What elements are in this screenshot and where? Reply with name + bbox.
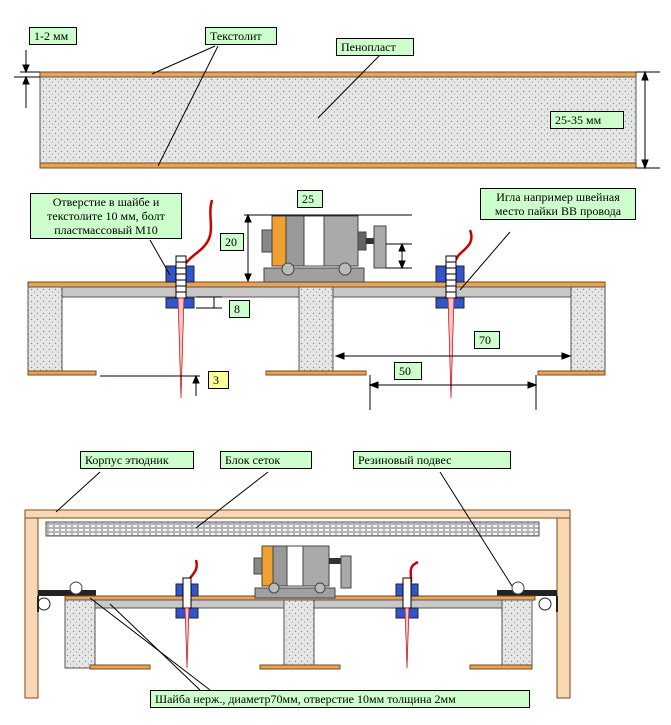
dim-1-2mm [14, 50, 40, 108]
case-left-wall [24, 517, 39, 699]
dim-3-label: 3 [208, 371, 229, 389]
bottom-strip-3 [537, 370, 606, 376]
leader-lines-top [151, 45, 381, 167]
motor-assembly [261, 215, 387, 283]
rubber-suspension [37, 581, 558, 612]
label-case: Корпус этюдник [80, 451, 194, 469]
textolite-top-sheet [39, 71, 637, 78]
grid-block [45, 521, 540, 537]
label-thickness-1-2mm: 1-2 мм [29, 27, 77, 45]
case-right-wall [556, 517, 571, 699]
motor-dims [244, 213, 412, 283]
bottom-strip-2 [265, 370, 367, 376]
foam-leg-right [570, 286, 606, 372]
label-hole-note: Отверстие в шайбе и текстолите 10 мм, бо… [30, 193, 182, 239]
foam-block [39, 76, 637, 164]
dim-8-label: 8 [229, 300, 250, 318]
dim-8 [196, 296, 222, 309]
middle-assembly [27, 199, 606, 410]
label-textolite: Текстолит [205, 27, 277, 45]
dim-50 [368, 375, 538, 410]
dim-50-label: 50 [394, 362, 422, 380]
needle-right [435, 229, 473, 399]
case-top [24, 509, 571, 519]
plate-textolite [27, 281, 606, 288]
foam-leg-left [27, 286, 63, 372]
label-suspension: Резиновый подвес [353, 451, 511, 469]
label-washer-note: Шайба нерж., диаметр70мм, отверстие 10мм… [150, 690, 530, 708]
label-needle-note: Игла например швейная место пайки ВВ про… [480, 188, 636, 220]
label-grid-block: Блок сеток [220, 451, 312, 469]
needle-left [165, 199, 214, 399]
dim-20-label: 20 [220, 233, 244, 251]
foam-sandwich [39, 71, 637, 169]
dim-70-label: 70 [474, 331, 500, 349]
dim-3 [100, 374, 200, 396]
textolite-bottom-sheet [39, 162, 637, 169]
label-foam-thickness: 25-35 мм [550, 111, 624, 129]
dim-70 [334, 352, 572, 360]
needle-box-left [175, 559, 199, 669]
label-foam: Пенопласт [336, 38, 414, 56]
motor-assembly-box [253, 545, 352, 599]
bottom-strip-1 [27, 370, 97, 376]
dim-25-35mm [636, 70, 660, 170]
foam-leg-center [298, 286, 334, 372]
full-box-assembly [24, 471, 571, 699]
dim-25-label: 25 [297, 190, 323, 208]
needle-box-right [395, 560, 419, 669]
